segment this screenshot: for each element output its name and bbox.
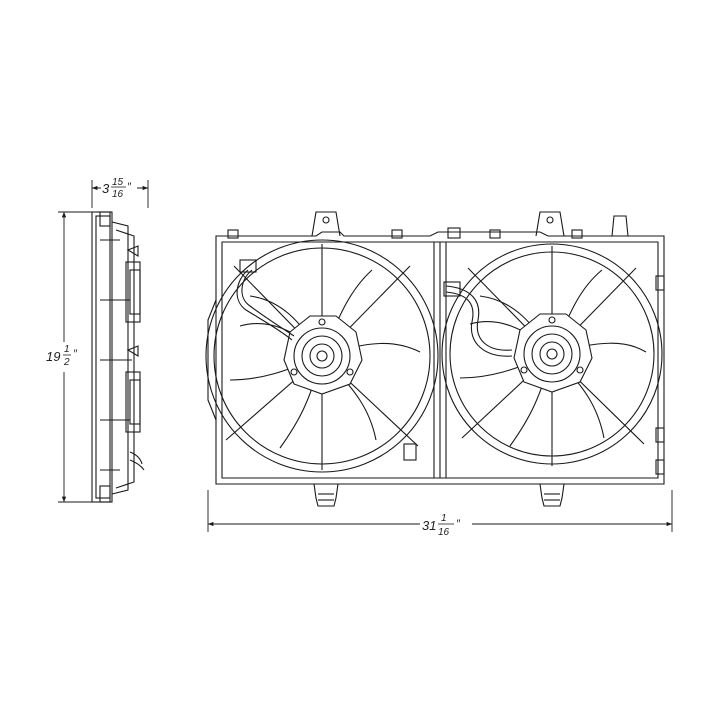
depth-dimension: 3 15 16 ″	[91, 176, 149, 208]
height-inch-mark: ″	[73, 348, 78, 360]
height-denominator: 2	[63, 357, 70, 368]
width-whole: 31	[422, 518, 436, 533]
depth-whole: 3	[102, 181, 110, 196]
width-denominator: 16	[438, 527, 450, 538]
front-view	[205, 211, 665, 507]
height-numerator: 1	[64, 344, 70, 355]
side-view	[91, 211, 145, 503]
width-dimension: 31 1 16 ″	[207, 490, 673, 542]
left-fan	[205, 239, 439, 473]
width-numerator: 1	[441, 513, 447, 524]
right-fan	[441, 243, 663, 466]
depth-denominator: 16	[112, 189, 124, 200]
wiring-harness	[236, 259, 513, 461]
width-inch-mark: ″	[456, 518, 461, 530]
depth-inch-mark: ″	[127, 181, 132, 193]
depth-numerator: 15	[112, 177, 124, 188]
height-whole: 19	[46, 349, 60, 364]
height-dimension: 19 1 2 ″	[45, 211, 92, 503]
